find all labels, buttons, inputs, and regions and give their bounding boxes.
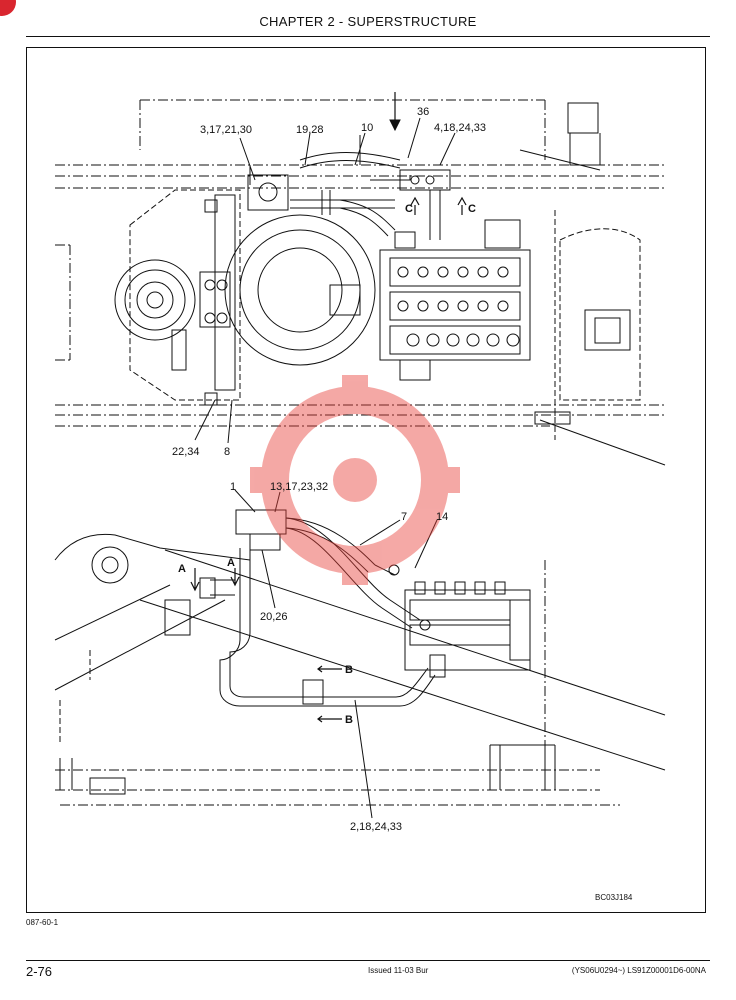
footer-rule — [26, 960, 710, 961]
issue-info: Issued 11-03 Bur — [368, 966, 429, 975]
header-rule — [26, 36, 710, 37]
callout-13-17-23-32: 13,17,23,32 — [270, 481, 328, 493]
frame-rails-upper — [55, 99, 665, 427]
callout-20-26: 20,26 — [260, 611, 288, 623]
figure-code: BC03J184 — [595, 893, 633, 902]
callout-10: 10 — [361, 122, 373, 134]
chapter-title: CHAPTER 2 - SUPERSTRUCTURE — [259, 14, 477, 29]
reference-code: 087-60-1 — [26, 918, 59, 927]
callout-22-34: 22,34 — [172, 446, 200, 458]
callout-2-18-24-33: 2,18,24,33 — [350, 821, 402, 833]
callout-14: 14 — [436, 511, 448, 523]
view-arrow-c-right: C — [468, 203, 476, 215]
view-arrow-a-left: A — [178, 563, 186, 575]
frame-rails-lower — [55, 560, 620, 806]
callout-8: 8 — [224, 446, 230, 458]
view-arrow-b-upper: B — [345, 664, 353, 676]
view-arrow-c-left: C — [405, 203, 413, 215]
valve-spools-upper — [397, 266, 520, 347]
callout-36: 36 — [417, 106, 429, 118]
view-arrow-b-lower: B — [345, 714, 353, 726]
callout-7: 7 — [401, 511, 407, 523]
figure-frame — [26, 47, 706, 913]
callout-4-18-24-33: 4,18,24,33 — [434, 122, 486, 134]
page-number: 2-76 — [26, 964, 53, 979]
callout-3-17-21-30: 3,17,21,30 — [200, 124, 252, 136]
callout-1: 1 — [230, 481, 236, 493]
view-arrow-a-right: A — [227, 557, 235, 569]
watermark-logo — [250, 375, 460, 585]
document-code: (YS06U0294~) LS91Z00001D6-00NA — [571, 966, 706, 975]
callout-19-28: 19,28 — [296, 124, 324, 136]
line-art — [54, 92, 666, 819]
